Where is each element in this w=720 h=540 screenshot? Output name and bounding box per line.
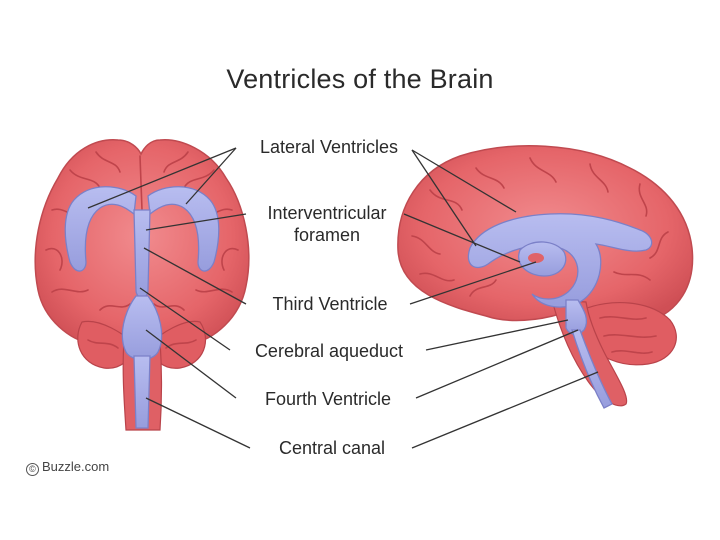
- leader-third-side: [409, 261, 537, 305]
- label-interventricular-foramen: Interventricular foramen: [250, 202, 404, 246]
- front-cerebellum-left: [77, 320, 135, 369]
- leader-lateral-side-b: [411, 149, 477, 247]
- leader-aqueduct-side: [425, 319, 569, 351]
- copyright-icon: ©: [26, 463, 39, 476]
- front-lateral-ventricle-right: [147, 186, 220, 272]
- leader-lines: [87, 147, 599, 449]
- leader-interventricular-side: [403, 213, 521, 263]
- front-lateral-ventricle-left: [64, 186, 137, 272]
- front-brain-view: [34, 139, 250, 431]
- label-fourth-ventricle: Fourth Ventricle: [264, 389, 392, 409]
- label-cerebral-aqueduct: Cerebral aqueduct: [254, 341, 404, 361]
- leader-lateral-side-a: [411, 149, 517, 213]
- side-ventricles: [467, 213, 653, 409]
- label-lateral-ventricles: Lateral Ventricles: [259, 137, 399, 157]
- label-central-canal: Central canal: [278, 438, 386, 458]
- leader-third-front: [143, 247, 247, 305]
- side-central-canal: [571, 329, 613, 409]
- credit-text: Buzzle.com: [42, 459, 110, 474]
- side-fourth-ventricle: [565, 299, 588, 335]
- credit-line: ©Buzzle.com: [26, 459, 109, 476]
- side-gyri: [411, 157, 669, 354]
- leader-lateral-right: [185, 147, 237, 205]
- diagram-title: Ventricles of the Brain: [226, 64, 494, 94]
- front-cerebellum-right: [149, 320, 207, 369]
- front-gyri: [45, 151, 239, 349]
- side-interthalamic-adhesion: [528, 253, 544, 263]
- label-interventricular-line2: foramen: [293, 225, 361, 245]
- label-third-ventricle: Third Ventricle: [272, 294, 388, 314]
- side-brain-view: [397, 145, 694, 409]
- leader-central-side: [411, 371, 599, 449]
- front-ventricles: [64, 186, 220, 429]
- leader-fourth-front: [145, 329, 237, 399]
- leader-aqueduct-front: [139, 287, 231, 351]
- leader-central-front: [145, 397, 251, 449]
- front-central-canal: [133, 355, 151, 429]
- label-interventricular-line1: Interventricular: [267, 203, 387, 223]
- leader-interventricular-front: [145, 213, 247, 231]
- leader-fourth-side: [415, 329, 579, 399]
- front-third-ventricle: [133, 209, 151, 299]
- leader-lateral-left: [87, 147, 237, 209]
